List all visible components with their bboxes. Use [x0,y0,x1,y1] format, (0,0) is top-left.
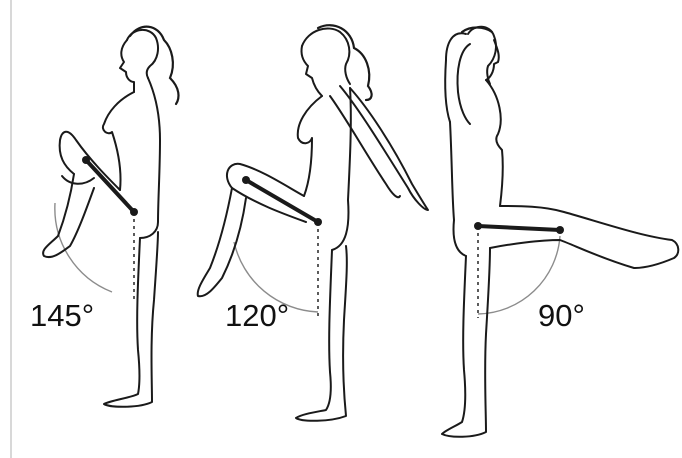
back-outline [450,122,466,256]
near-arm [330,96,400,197]
head-outline [127,30,158,78]
standing-leg [296,246,347,421]
clasped-hands [62,176,94,184]
figure-145 [43,27,178,407]
femur-axis-90 [478,226,560,230]
knee-joint-90 [556,226,564,234]
hip-joint-90 [474,222,482,230]
back-outline [140,78,160,238]
standing-leg [442,248,490,437]
rear-arm [340,86,428,210]
chest-outline [486,80,503,206]
hip-joint-145 [130,208,138,216]
angle-label-120: 120° [225,300,289,331]
raised-arm-back [445,33,466,122]
raised-shin [198,188,246,296]
raised-shin [43,174,94,257]
standing-leg [104,232,158,407]
knee-joint-120 [242,176,250,184]
figure-120 [198,25,428,421]
face-profile [301,46,322,96]
angle-label-145: 145° [30,300,94,331]
hip-joint-120 [314,218,322,226]
chest-outline [103,92,134,190]
face-profile [120,40,134,92]
angle-label-90: 90° [538,300,585,331]
femur-axis-145 [86,160,134,212]
chest-outline [298,96,322,196]
raised-arm-front [458,44,471,124]
figure-90 [442,27,678,437]
extended-leg [490,206,678,268]
knee-joint-145 [82,156,90,164]
